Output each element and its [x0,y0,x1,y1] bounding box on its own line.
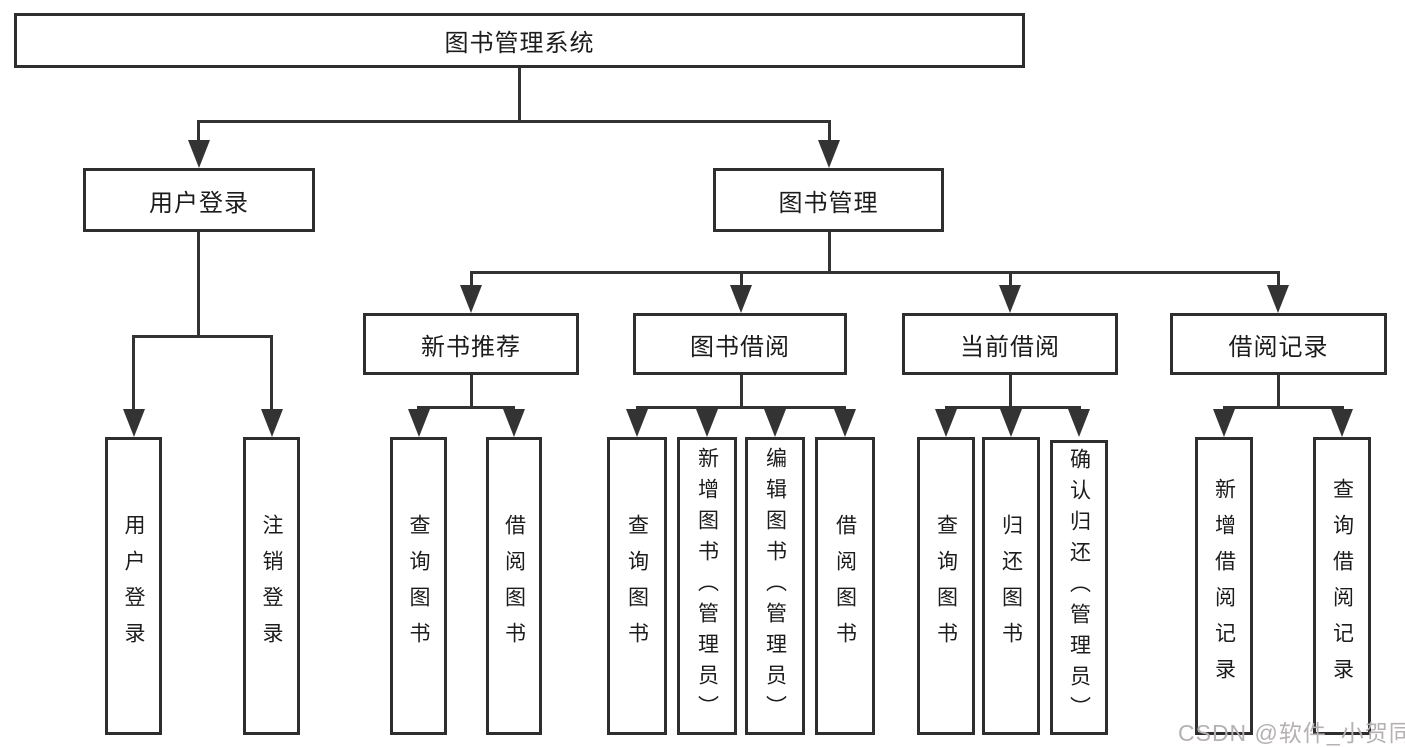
connector-nb-bar [417,406,515,409]
leaf-cb-query-books: 查询图书 [917,437,975,735]
leaf-br-query-record: 查询借阅记录 [1313,437,1371,735]
connector-bb-bar [636,406,846,409]
arrowhead-cb-query [935,409,957,437]
arrowhead-new-book-recommend [460,285,482,313]
node-root: 图书管理系统 [14,13,1025,68]
leaf-logout-label: 注销登录 [260,514,283,658]
node-user-login-label: 用户登录 [149,189,249,217]
arrowhead-nb-query [408,409,430,437]
leaf-bb-edit-books-label: 编辑图书（管理员） [763,446,787,726]
leaf-bb-query-books-label: 查询图书 [625,514,649,658]
connector-bb-stem [740,375,743,406]
arrowhead-user-login [188,140,210,168]
node-root-label: 图书管理系统 [444,30,595,57]
arrowhead-leaf-logout [261,409,283,437]
connector-root-bar [197,120,831,123]
connector-user-login-bar [132,335,273,338]
node-book-borrow-label: 图书借阅 [690,333,790,361]
connector-cb-bar [945,406,1081,409]
arrowhead-borrow-records [1267,285,1289,313]
leaf-user-login: 用户登录 [105,437,162,735]
node-book-borrow: 图书借阅 [633,313,847,375]
node-current-borrow: 当前借阅 [902,313,1118,375]
connector-drop-leaf-user-login [132,335,135,411]
arrowhead-cb-return [1000,409,1022,437]
node-borrow-records: 借阅记录 [1170,313,1387,375]
leaf-cb-query-books-label: 查询图书 [934,514,958,658]
arrowhead-cb-confirm [1068,409,1090,437]
leaf-cb-return-books: 归还图书 [982,437,1040,735]
arrowhead-book-management [818,140,840,168]
node-borrow-records-label: 借阅记录 [1228,333,1329,361]
leaf-nb-borrow-books-label: 借阅图书 [502,514,526,658]
leaf-br-add-record-label: 新增借阅记录 [1212,478,1236,694]
leaf-logout: 注销登录 [243,437,300,735]
arrowhead-current-borrow [999,285,1021,313]
leaf-bb-add-books: 新增图书（管理员） [677,437,737,735]
leaf-cb-confirm-return: 确认归还（管理员） [1050,440,1108,735]
leaf-cb-confirm-return-label: 确认归还（管理员） [1067,448,1091,727]
connector-drop-new-book-recommend [470,271,473,287]
arrowhead-bb-query [626,409,648,437]
connector-drop-current-borrow [1009,271,1012,287]
connector-book-management-stem [828,232,831,271]
leaf-nb-query-books: 查询图书 [390,437,447,735]
leaf-nb-borrow-books: 借阅图书 [486,437,542,735]
connector-book-management-bar [470,271,1280,274]
connector-br-stem [1277,375,1280,406]
leaf-bb-borrow-books: 借阅图书 [815,437,875,735]
node-new-book-recommend: 新书推荐 [363,313,579,375]
leaf-bb-borrow-books-label: 借阅图书 [833,514,857,658]
leaf-br-add-record: 新增借阅记录 [1195,437,1253,735]
leaf-br-query-record-label: 查询借阅记录 [1330,478,1354,694]
leaf-bb-query-books: 查询图书 [607,437,667,735]
arrowhead-bb-edit [764,409,786,437]
leaf-user-login-label: 用户登录 [122,514,145,658]
connector-drop-leaf-logout [270,335,273,411]
node-current-borrow-label: 当前借阅 [960,333,1060,361]
connector-drop-borrow-records [1277,271,1280,287]
leaf-bb-add-books-label: 新增图书（管理员） [695,446,719,726]
connector-root-stem [518,68,521,120]
node-new-book-recommend-label: 新书推荐 [421,333,521,361]
node-book-management: 图书管理 [713,168,944,232]
connector-drop-user-login [197,120,200,142]
leaf-nb-query-books-label: 查询图书 [407,514,430,658]
connector-cb-stem [1009,375,1012,406]
connector-user-login-stem [197,232,200,335]
leaf-bb-edit-books: 编辑图书（管理员） [745,437,805,735]
connector-drop-book-management [828,120,831,142]
node-user-login: 用户登录 [83,168,315,232]
csdn-watermark: CSDN @软件_小贺同学 [1178,720,1405,746]
arrowhead-br-add [1213,409,1235,437]
leaf-cb-return-books-label: 归还图书 [999,514,1023,658]
arrowhead-br-query [1331,409,1353,437]
connector-br-bar [1223,406,1344,409]
connector-drop-book-borrow [740,271,743,287]
arrowhead-bb-borrow [834,409,856,437]
arrowhead-book-borrow [730,285,752,313]
arrowhead-nb-borrow [503,409,525,437]
arrowhead-leaf-user-login [123,409,145,437]
arrowhead-bb-add [696,409,718,437]
node-book-management-label: 图书管理 [778,189,879,217]
connector-nb-stem [470,375,473,406]
